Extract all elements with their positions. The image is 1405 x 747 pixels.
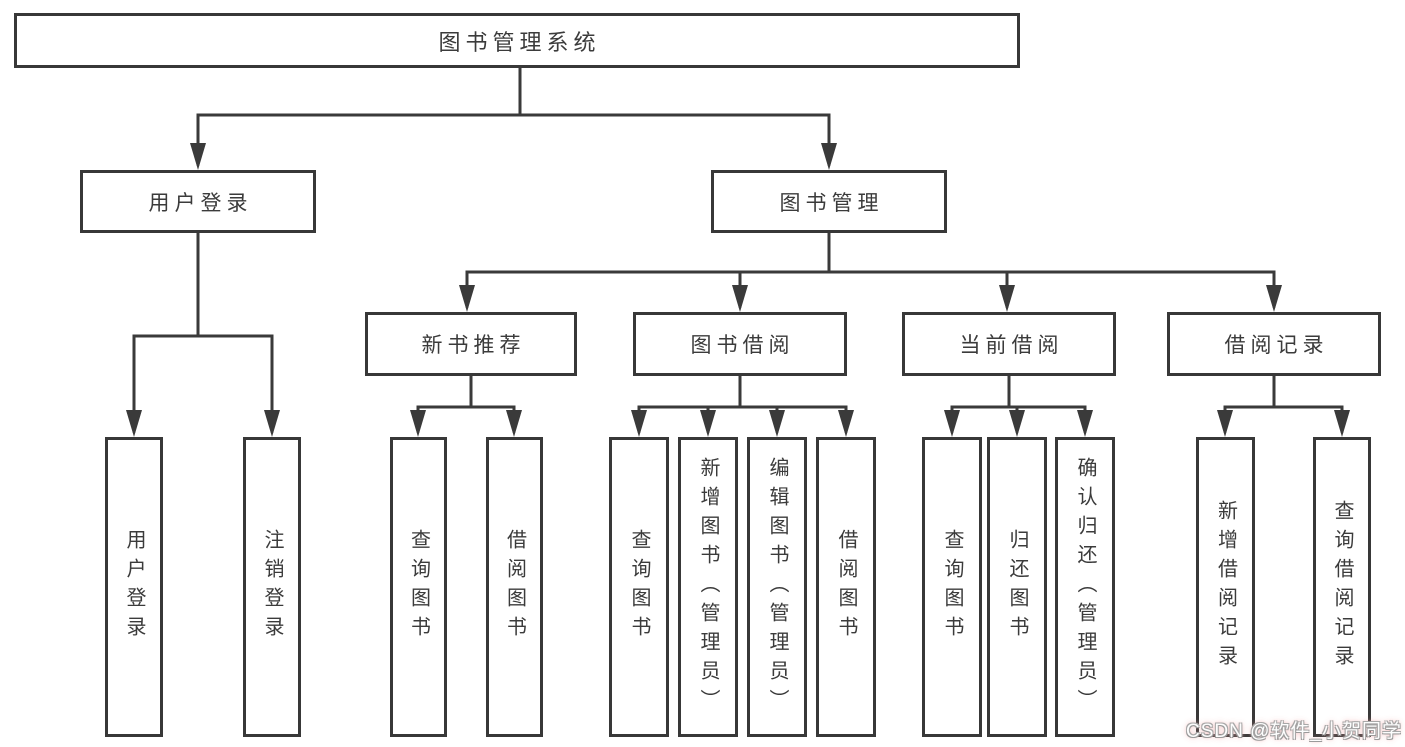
edge-newbook-to-leaves: [416, 374, 516, 433]
node-book-management: 图书管理: [711, 170, 947, 233]
leaf-borrow-books-1: 借阅图书: [486, 437, 543, 737]
node-label: 用户登录: [148, 191, 253, 215]
arrowhead: [264, 410, 280, 437]
arrowhead: [1009, 410, 1025, 437]
arrowhead: [944, 410, 960, 437]
edge-bookborrow-to-leaves: [637, 374, 848, 433]
csdn-watermark: CSDN @软件_小贺同学: [1186, 721, 1402, 742]
arrowhead: [631, 410, 647, 437]
node-label: 借阅图书: [835, 529, 857, 645]
arrowhead: [459, 285, 475, 312]
node-label: 图书管理: [779, 191, 884, 215]
node-label: 新增图书（管理员）: [697, 456, 719, 718]
arrowhead: [732, 285, 748, 312]
node-label: 图书借阅: [690, 334, 795, 357]
node-label: 归还图书: [1006, 529, 1028, 645]
node-label: 借阅记录: [1224, 334, 1329, 357]
edge-root-to-level2: [196, 65, 831, 166]
arrowhead: [1217, 410, 1233, 437]
node-label: 当前借阅: [959, 334, 1064, 357]
node-user-login: 用户登录: [80, 170, 316, 233]
arrowhead: [838, 410, 854, 437]
node-label: 查询图书: [941, 529, 963, 645]
node-new-book-recommend: 新书推荐: [365, 312, 577, 376]
leaf-user-login: 用户登录: [105, 437, 163, 737]
leaf-query-books-3: 查询图书: [922, 437, 982, 737]
node-label: 用户登录: [123, 529, 145, 645]
node-borrow-records: 借阅记录: [1167, 312, 1381, 376]
leaf-confirm-return-admin: 确认归还（管理员）: [1055, 437, 1115, 737]
edge-userlogin-to-leaves: [132, 231, 274, 433]
leaf-query-books-2: 查询图书: [609, 437, 669, 737]
node-label: 编辑图书（管理员）: [766, 456, 788, 718]
node-label: 注销登录: [261, 529, 283, 645]
leaf-logout: 注销登录: [243, 437, 301, 737]
node-label: 图书管理系统: [438, 29, 601, 55]
arrowhead: [1334, 410, 1350, 437]
node-label: 查询图书: [407, 529, 430, 645]
arrowhead: [1266, 285, 1282, 312]
arrowhead: [190, 143, 206, 170]
arrowheads: [126, 143, 1350, 437]
node-book-borrow: 图书借阅: [633, 312, 847, 376]
arrowhead: [769, 410, 785, 437]
node-label: 借阅图书: [503, 529, 526, 645]
leaf-return-book: 归还图书: [987, 437, 1047, 737]
arrowhead: [410, 410, 426, 437]
edge-records-to-leaves: [1223, 374, 1344, 433]
node-label: 新增借阅记录: [1214, 500, 1237, 674]
node-library-system: 图书管理系统: [14, 13, 1020, 68]
leaf-add-borrow-record: 新增借阅记录: [1196, 437, 1255, 737]
arrowhead: [999, 285, 1015, 312]
node-label: 新书推荐: [421, 334, 526, 357]
arrowhead: [821, 143, 837, 170]
leaf-edit-book-admin: 编辑图书（管理员）: [747, 437, 807, 737]
arrowhead: [700, 410, 716, 437]
node-label: 查询借阅记录: [1331, 500, 1353, 674]
node-label: 查询图书: [628, 529, 650, 645]
leaf-query-borrow-record: 查询借阅记录: [1313, 437, 1371, 737]
leaf-add-book-admin: 新增图书（管理员）: [678, 437, 738, 737]
leaf-query-books-1: 查询图书: [390, 437, 447, 737]
arrowhead: [506, 410, 522, 437]
arrowhead: [1077, 410, 1093, 437]
leaf-borrow-books-2: 借阅图书: [816, 437, 876, 737]
node-current-borrow: 当前借阅: [902, 312, 1116, 376]
node-label: 确认归还（管理员）: [1074, 456, 1096, 718]
edge-bookmgmt-to-level3: [465, 231, 1276, 308]
arrowhead: [126, 410, 142, 437]
